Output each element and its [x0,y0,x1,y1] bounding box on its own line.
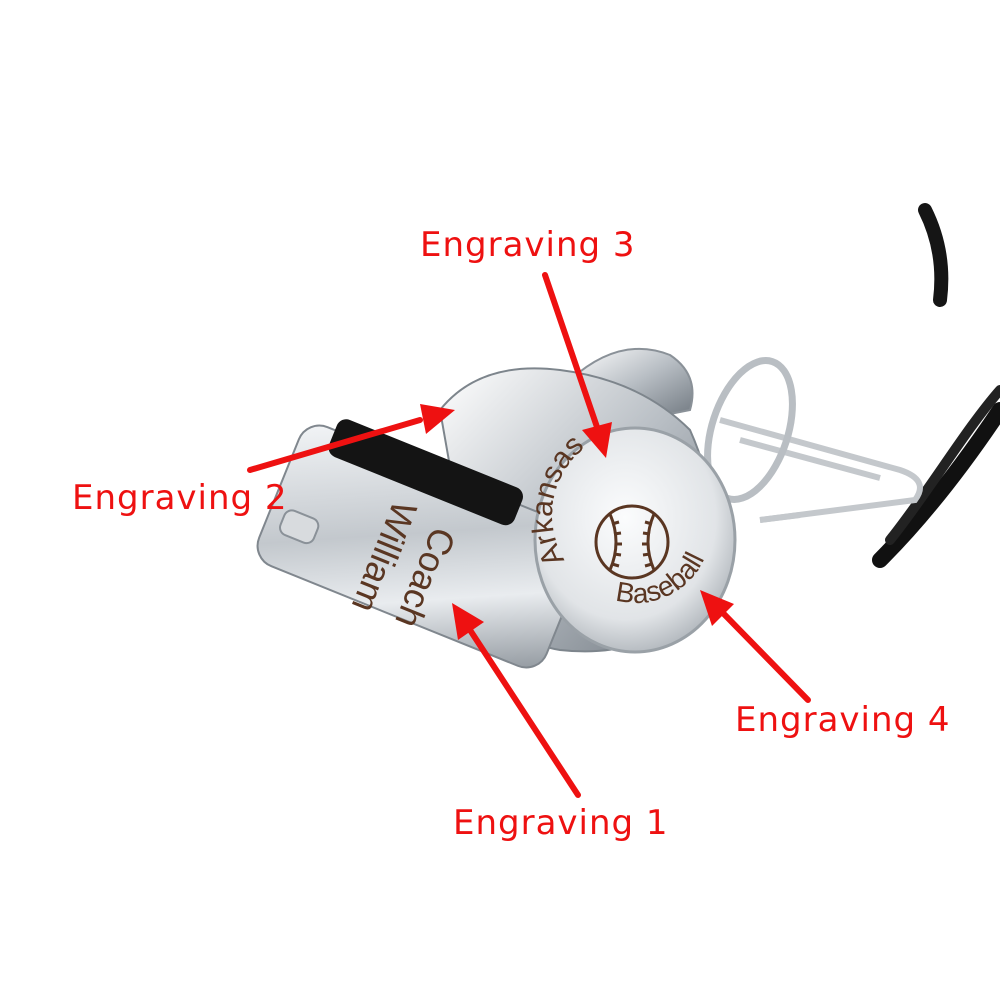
whistle-top-loop [568,347,694,422]
arrow-engraving-1 [452,603,581,798]
callout-label-engraving-1: Engraving 1 [453,803,669,843]
callout-label-engraving-4: Engraving 4 [735,700,951,740]
callout-label-engraving-3: Engraving 3 [420,225,636,265]
callout-arrows [247,272,811,798]
arrow-engraving-4 [700,590,811,703]
lanyard-clip [719,417,923,523]
arrow-engraving-2 [247,404,455,473]
callout-label-engraving-2: Engraving 2 [72,478,288,518]
baseball-icon [594,504,670,580]
arrow-engraving-3 [542,272,612,458]
whistle-disc [533,426,737,654]
lanyard-cord [872,203,1000,568]
